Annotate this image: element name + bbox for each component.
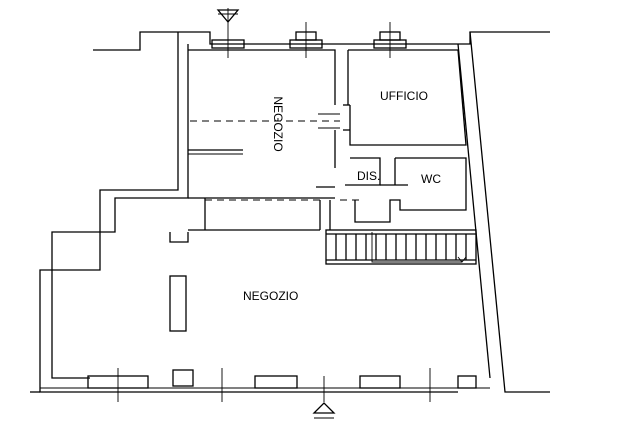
facade-openings	[40, 368, 490, 402]
room-label-dis: DIS.	[357, 169, 380, 183]
entrance-arrow-bottom	[312, 376, 336, 419]
entrance-arrow-top	[216, 9, 240, 24]
dashed-lines	[190, 113, 360, 231]
staircase	[325, 229, 477, 265]
external-walls	[30, 31, 550, 393]
room-label-ufficio: UFFICIO	[380, 89, 428, 103]
roof-vents	[211, 8, 407, 58]
room-label-negozio-upper: NEGOZIO	[271, 96, 285, 151]
room-label-wc: WC	[421, 172, 441, 186]
room-label-negozio-lower: NEGOZIO	[243, 289, 298, 303]
